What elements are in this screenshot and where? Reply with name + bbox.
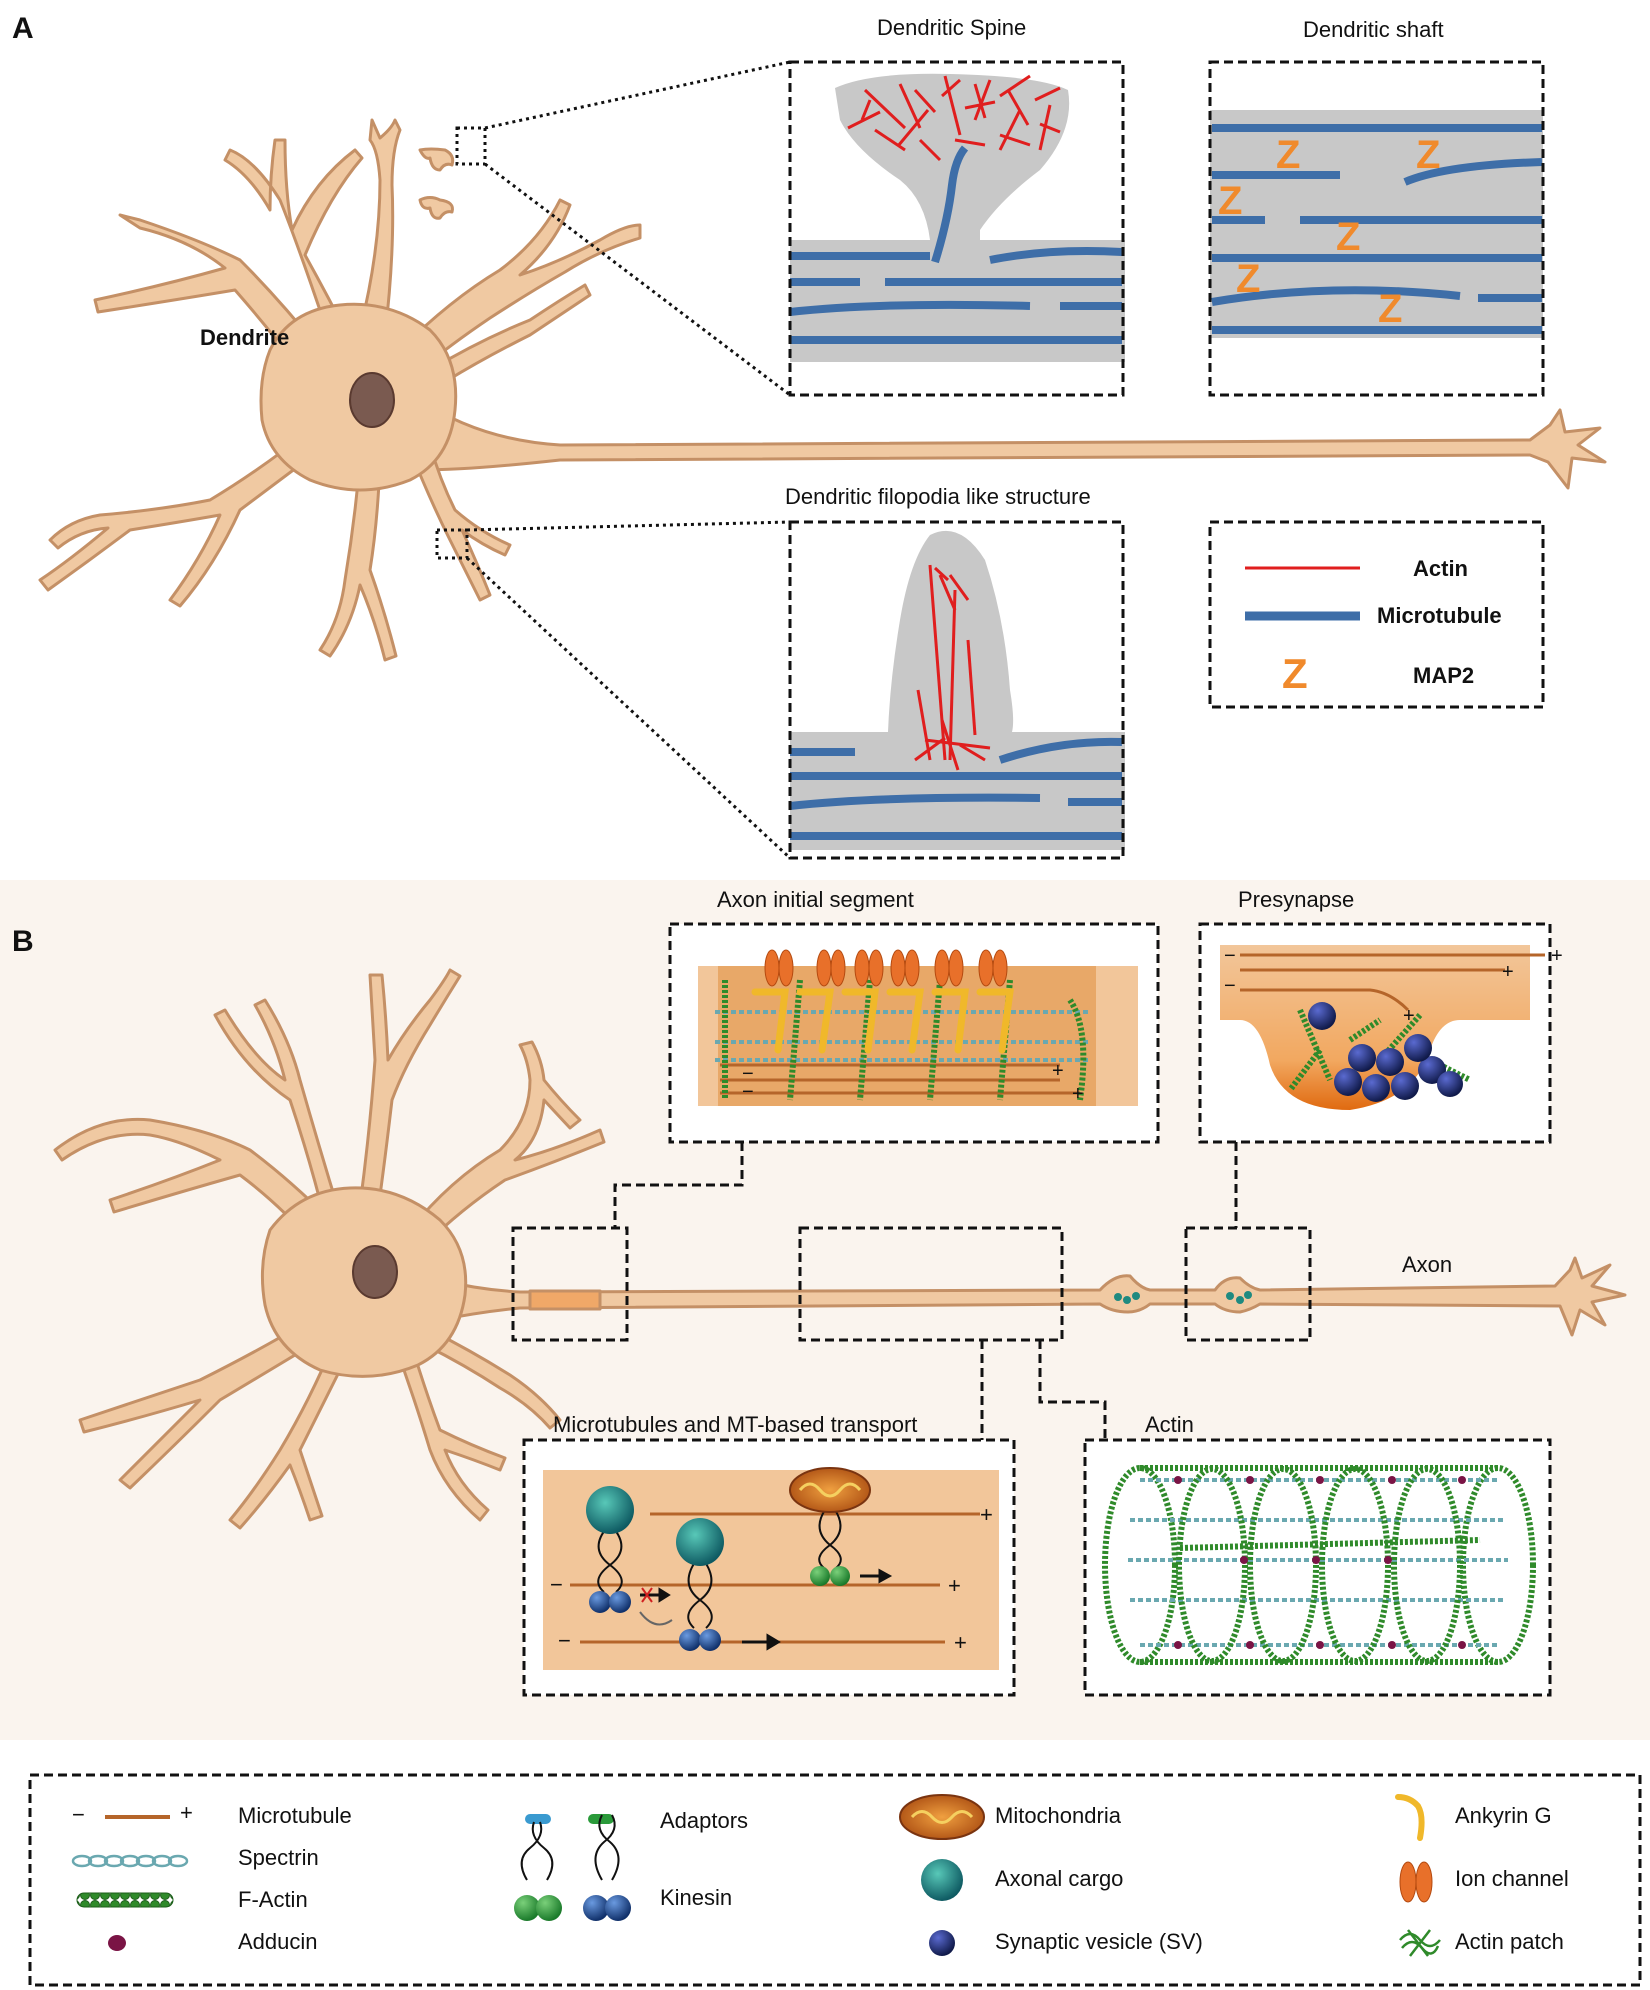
kinesin-icon bbox=[597, 1509, 842, 1629]
map2-glyph: Z bbox=[1236, 257, 1260, 301]
panel-a-zoom-connectors bbox=[435, 60, 792, 860]
plus-sign: + bbox=[980, 1502, 993, 1527]
panel-a-legend: Z bbox=[1208, 520, 1545, 709]
dendritic-filopodia-title: Dendritic filopodia like structure bbox=[785, 484, 1091, 509]
inset-axon-initial-segment: − − + + bbox=[668, 922, 1160, 1144]
plus-sign: + bbox=[1072, 1083, 1084, 1105]
dendritic-shaft-title: Dendritic shaft bbox=[1303, 17, 1444, 42]
legend-actin-label: Actin bbox=[1413, 556, 1468, 581]
axon-initial-segment-marker bbox=[528, 1289, 602, 1311]
ankyrin-g-icon bbox=[751, 988, 1015, 1054]
ankyrin-g-legend-icon bbox=[1395, 1794, 1425, 1841]
panel-a-letter: A bbox=[12, 12, 34, 45]
plus-sign: + bbox=[1403, 1005, 1415, 1027]
legend-axonal-cargo: Axonal cargo bbox=[995, 1866, 1124, 1891]
legend-synaptic-vesicle: Synaptic vesicle (SV) bbox=[995, 1929, 1203, 1954]
legend-microtubule-label: Microtubule bbox=[1377, 603, 1502, 628]
axon-label: Axon bbox=[1402, 1252, 1453, 1277]
map2-glyph: Z bbox=[1218, 179, 1242, 223]
map2-glyph: Z bbox=[1276, 133, 1300, 177]
bouton-vesicles bbox=[1114, 1291, 1252, 1304]
actin-inset-title: Actin bbox=[1145, 1412, 1194, 1437]
plus-sign: + bbox=[1551, 945, 1563, 967]
mt-transport-title: Microtubules and MT-based transport bbox=[553, 1412, 918, 1437]
plus-sign: + bbox=[1502, 961, 1514, 983]
mitochondria-icon bbox=[789, 1467, 871, 1513]
plus-sign: + bbox=[954, 1630, 967, 1655]
legend-actin-patch: Actin patch bbox=[1455, 1929, 1564, 1954]
kinesin-legend-icon bbox=[514, 1814, 631, 1921]
legend-adaptors: Adaptors bbox=[660, 1808, 749, 1833]
inset-actin-cylinder bbox=[1083, 1438, 1552, 1697]
minus-sign: − bbox=[742, 1063, 754, 1085]
legend-spectrin: Spectrin bbox=[238, 1845, 319, 1870]
ion-channel-legend-icon bbox=[1399, 1861, 1433, 1903]
inset-presynapse: − − + + + bbox=[1198, 922, 1563, 1144]
minus-sign: − bbox=[558, 1628, 571, 1653]
map2-glyph: Z bbox=[1378, 287, 1402, 331]
legend-ion-channel: Ion channel bbox=[1455, 1866, 1569, 1891]
minus-sign: − bbox=[550, 1572, 563, 1597]
minus-sign: − bbox=[742, 1081, 754, 1103]
minus-sign: − bbox=[1224, 975, 1236, 997]
legend-map2-label: MAP2 bbox=[1413, 663, 1475, 688]
axonal-cargo-icon bbox=[676, 1518, 724, 1566]
map2-legend-icon: Z bbox=[1282, 650, 1308, 697]
legend-f-actin: F-Actin bbox=[238, 1887, 308, 1912]
axonal-cargo-legend-icon bbox=[921, 1859, 963, 1901]
nucleus-icon bbox=[352, 1245, 398, 1299]
adaptor-icon bbox=[525, 1814, 551, 1824]
minus-sign: − bbox=[1224, 945, 1236, 967]
spectrin-icon bbox=[71, 1854, 189, 1868]
legend-ankyrin-g: Ankyrin G bbox=[1455, 1803, 1552, 1828]
plus-sign: + bbox=[948, 1573, 961, 1598]
legend-microtubule: Microtubule bbox=[238, 1803, 352, 1828]
panel-b-connectors bbox=[511, 1142, 1312, 1440]
inset-dendritic-shaft: Z Z Z Z Z Z bbox=[1208, 60, 1545, 397]
legend-adducin: Adducin bbox=[238, 1929, 318, 1954]
map2-glyph: Z bbox=[1336, 215, 1360, 259]
axonal-cargo-icon bbox=[586, 1486, 634, 1534]
adducin-icon bbox=[1174, 1476, 1466, 1649]
nucleus-icon bbox=[349, 372, 395, 428]
synaptic-vesicle-icon bbox=[1308, 1002, 1463, 1102]
dendrite-label: Dendrite bbox=[200, 325, 290, 350]
panel-b-letter: B bbox=[12, 925, 34, 958]
inset-dendritic-filopodia bbox=[788, 520, 1125, 860]
legend-kinesin: Kinesin bbox=[660, 1885, 733, 1910]
inset-mt-transport: + − + − + bbox=[522, 1438, 1016, 1697]
legend-panel bbox=[28, 1773, 1642, 1987]
map2-glyph: Z bbox=[1416, 133, 1440, 177]
ion-channel-icon bbox=[764, 949, 1008, 987]
f-actin-icon bbox=[76, 1892, 174, 1908]
presynapse-title: Presynapse bbox=[1238, 887, 1355, 912]
actin-patch-icon bbox=[1399, 1929, 1441, 1957]
adducin-legend-icon bbox=[108, 1935, 126, 1951]
map2-icon: Z Z Z Z Z Z bbox=[1218, 133, 1440, 331]
mitochondria-legend-icon bbox=[899, 1794, 985, 1840]
legend-mitochondria: Mitochondria bbox=[995, 1803, 1121, 1828]
inset-dendritic-spine bbox=[788, 60, 1125, 397]
legend-minus-sign: − bbox=[72, 1802, 85, 1827]
synaptic-vesicle-legend-icon bbox=[929, 1930, 955, 1956]
plus-sign: + bbox=[1052, 1060, 1064, 1082]
dendritic-spine-title: Dendritic Spine bbox=[877, 15, 1027, 40]
legend-plus-sign: + bbox=[180, 1800, 193, 1825]
axon-initial-segment-title: Axon initial segment bbox=[717, 887, 914, 912]
